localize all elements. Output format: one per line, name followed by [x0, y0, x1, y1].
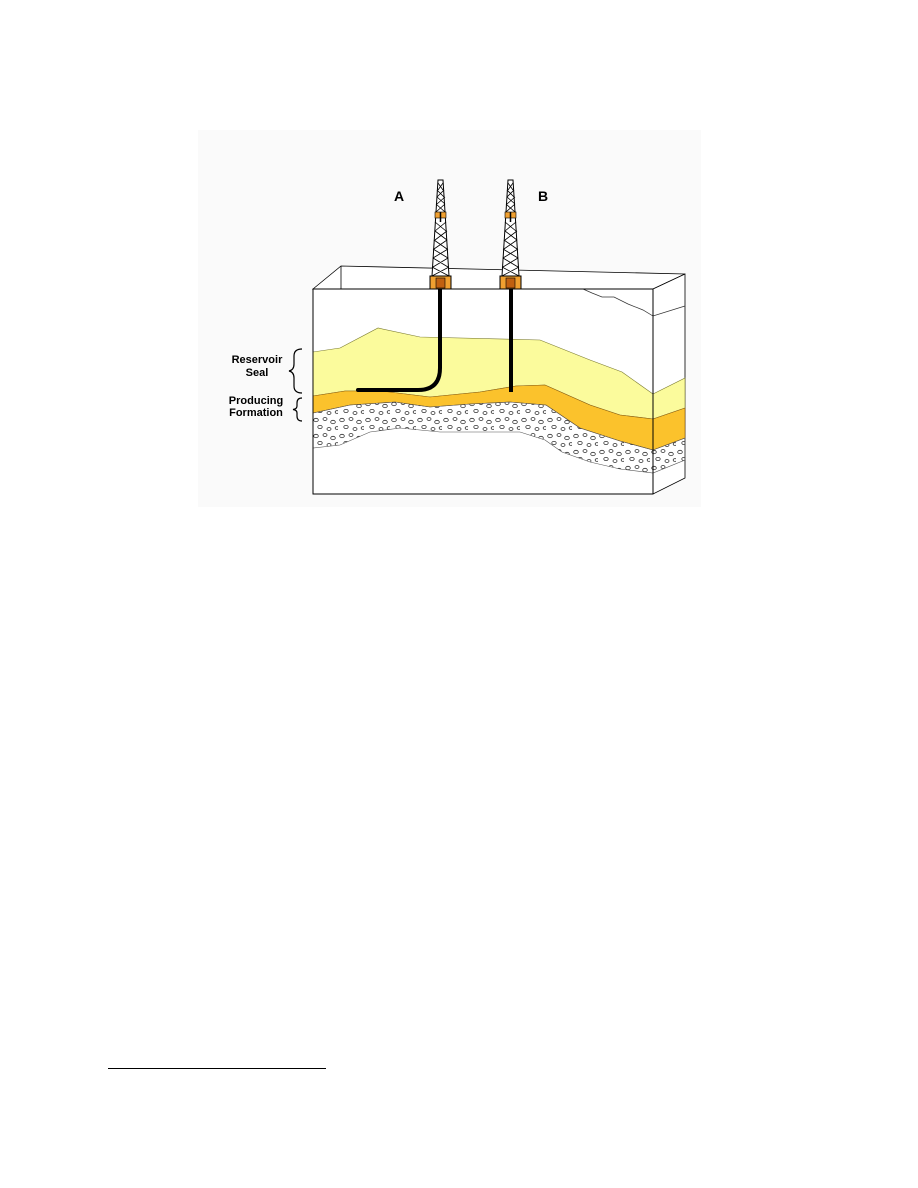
seal-brace — [288, 348, 303, 394]
producing-label-line1: Producing — [229, 395, 283, 407]
well-a-horizontal-borehole — [356, 287, 442, 392]
pebble-layer — [312, 401, 654, 474]
producing-brace — [292, 397, 303, 422]
derrick-a — [429, 179, 452, 290]
surface-contour-line — [582, 288, 686, 317]
rig-b-label: B — [538, 188, 548, 204]
reservoir-label-line2: Seal — [246, 367, 269, 379]
footnote-separator — [108, 1068, 326, 1069]
rig-a-label: A — [394, 188, 404, 204]
derrick-b — [499, 179, 522, 290]
producing-label-line2: Formation — [229, 407, 283, 419]
reservoir-label-line1: Reservoir — [232, 354, 283, 366]
